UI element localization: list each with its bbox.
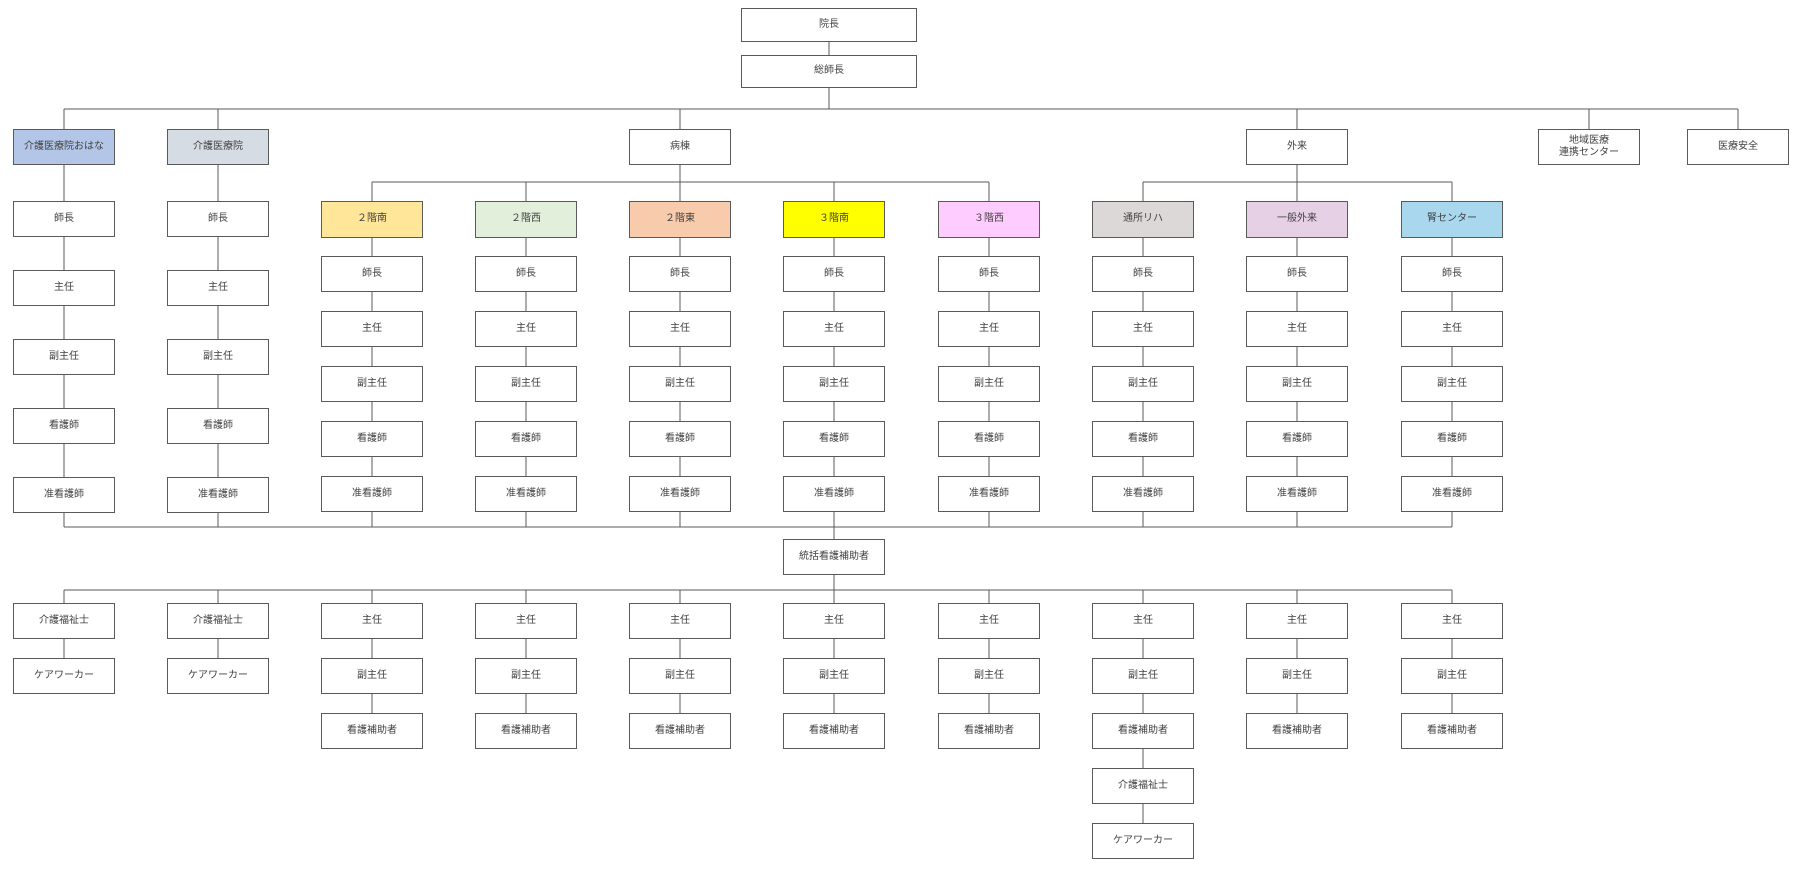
role-deputy-s2_west: 副主任 (475, 366, 577, 402)
bottom-care_worker-kaigo: 介護福祉士 (167, 603, 269, 639)
role-head_nurse-s2_east: 師長 (629, 256, 731, 292)
role-assoc_nurse-s3_south: 准看護師 (783, 476, 885, 512)
role-nurse-s3_south: 看護師 (783, 421, 885, 457)
role-nurse-s2_west: 看護師 (475, 421, 577, 457)
role-assoc_nurse-tsusho: 准看護師 (1092, 476, 1194, 512)
role-chief-ippan: 主任 (1246, 311, 1348, 347)
unit-s2_south: ２階南 (321, 201, 423, 238)
role-deputy-kaigo: 副主任 (167, 339, 269, 375)
bottom-deputy-s3_south: 副主任 (783, 658, 885, 694)
bottom-caseworker-tsusho: ケアワーカー (1092, 823, 1194, 859)
bottom-aide-s2_west: 看護補助者 (475, 713, 577, 749)
role-nurse-jin: 看護師 (1401, 421, 1503, 457)
unit-s2_west: ２階西 (475, 201, 577, 238)
role-head_nurse-ippan: 師長 (1246, 256, 1348, 292)
director-box: 院長 (741, 8, 917, 42)
bottom-chief-ippan: 主任 (1246, 603, 1348, 639)
bottom-care_worker-tsusho: 介護福祉士 (1092, 768, 1194, 804)
role-assoc_nurse-s2_east: 准看護師 (629, 476, 731, 512)
role-assoc_nurse-s3_west: 准看護師 (938, 476, 1040, 512)
general-aide-chief-box: 統括看護補助者 (783, 539, 885, 575)
chief-nurse-box: 総師長 (741, 55, 917, 88)
unit-tsusho: 通所リハ (1092, 201, 1194, 238)
dept-outpatient: 外来 (1246, 129, 1348, 165)
bottom-aide-s2_east: 看護補助者 (629, 713, 731, 749)
role-chief-s2_south: 主任 (321, 311, 423, 347)
role-head_nurse-ohana: 師長 (13, 201, 115, 237)
bottom-aide-s3_south: 看護補助者 (783, 713, 885, 749)
role-deputy-s3_south: 副主任 (783, 366, 885, 402)
bottom-deputy-s3_west: 副主任 (938, 658, 1040, 694)
role-chief-jin: 主任 (1401, 311, 1503, 347)
unit-s2_east: ２階東 (629, 201, 731, 238)
role-nurse-ippan: 看護師 (1246, 421, 1348, 457)
bottom-caseworker-kaigo: ケアワーカー (167, 658, 269, 694)
role-deputy-s3_west: 副主任 (938, 366, 1040, 402)
role-assoc_nurse-ippan: 准看護師 (1246, 476, 1348, 512)
role-head_nurse-s2_south: 師長 (321, 256, 423, 292)
bottom-chief-s3_south: 主任 (783, 603, 885, 639)
role-nurse-kaigo: 看護師 (167, 408, 269, 444)
bottom-aide-jin: 看護補助者 (1401, 713, 1503, 749)
role-assoc_nurse-s2_west: 准看護師 (475, 476, 577, 512)
role-nurse-s2_east: 看護師 (629, 421, 731, 457)
bottom-deputy-tsusho: 副主任 (1092, 658, 1194, 694)
role-chief-ohana: 主任 (13, 270, 115, 306)
role-nurse-s3_west: 看護師 (938, 421, 1040, 457)
dept-ohana: 介護医療院おはな (13, 129, 115, 165)
bottom-chief-s2_west: 主任 (475, 603, 577, 639)
role-head_nurse-kaigo: 師長 (167, 201, 269, 237)
role-chief-s3_west: 主任 (938, 311, 1040, 347)
role-nurse-ohana: 看護師 (13, 408, 115, 444)
bottom-chief-s3_west: 主任 (938, 603, 1040, 639)
bottom-chief-tsusho: 主任 (1092, 603, 1194, 639)
role-head_nurse-tsusho: 師長 (1092, 256, 1194, 292)
role-deputy-ippan: 副主任 (1246, 366, 1348, 402)
role-head_nurse-jin: 師長 (1401, 256, 1503, 292)
role-chief-s2_west: 主任 (475, 311, 577, 347)
bottom-chief-jin: 主任 (1401, 603, 1503, 639)
bottom-aide-s3_west: 看護補助者 (938, 713, 1040, 749)
dept-ward: 病棟 (629, 129, 731, 165)
bottom-deputy-s2_south: 副主任 (321, 658, 423, 694)
role-deputy-jin: 副主任 (1401, 366, 1503, 402)
role-chief-tsusho: 主任 (1092, 311, 1194, 347)
role-head_nurse-s3_west: 師長 (938, 256, 1040, 292)
role-chief-kaigo: 主任 (167, 270, 269, 306)
dept-safety: 医療安全 (1687, 129, 1789, 165)
role-head_nurse-s2_west: 師長 (475, 256, 577, 292)
bottom-deputy-ippan: 副主任 (1246, 658, 1348, 694)
bottom-aide-tsusho: 看護補助者 (1092, 713, 1194, 749)
role-chief-s2_east: 主任 (629, 311, 731, 347)
dept-chiiki: 地域医療 連携センター (1538, 129, 1640, 165)
bottom-deputy-jin: 副主任 (1401, 658, 1503, 694)
role-assoc_nurse-ohana: 准看護師 (13, 477, 115, 513)
bottom-chief-s2_south: 主任 (321, 603, 423, 639)
role-deputy-ohana: 副主任 (13, 339, 115, 375)
role-assoc_nurse-kaigo: 准看護師 (167, 477, 269, 513)
bottom-deputy-s2_west: 副主任 (475, 658, 577, 694)
role-deputy-s2_south: 副主任 (321, 366, 423, 402)
bottom-chief-s2_east: 主任 (629, 603, 731, 639)
role-chief-s3_south: 主任 (783, 311, 885, 347)
role-assoc_nurse-s2_south: 准看護師 (321, 476, 423, 512)
unit-jin: 腎センター (1401, 201, 1503, 238)
unit-ippan: 一般外来 (1246, 201, 1348, 238)
bottom-aide-s2_south: 看護補助者 (321, 713, 423, 749)
bottom-aide-ippan: 看護補助者 (1246, 713, 1348, 749)
connector-lines (63, 42, 1739, 823)
unit-s3_south: ３階南 (783, 201, 885, 238)
role-deputy-s2_east: 副主任 (629, 366, 731, 402)
bottom-care_worker-ohana: 介護福祉士 (13, 603, 115, 639)
role-head_nurse-s3_south: 師長 (783, 256, 885, 292)
bottom-caseworker-ohana: ケアワーカー (13, 658, 115, 694)
role-nurse-s2_south: 看護師 (321, 421, 423, 457)
role-deputy-tsusho: 副主任 (1092, 366, 1194, 402)
dept-kaigo: 介護医療院 (167, 129, 269, 165)
role-nurse-tsusho: 看護師 (1092, 421, 1194, 457)
bottom-deputy-s2_east: 副主任 (629, 658, 731, 694)
role-assoc_nurse-jin: 准看護師 (1401, 476, 1503, 512)
unit-s3_west: ３階西 (938, 201, 1040, 238)
